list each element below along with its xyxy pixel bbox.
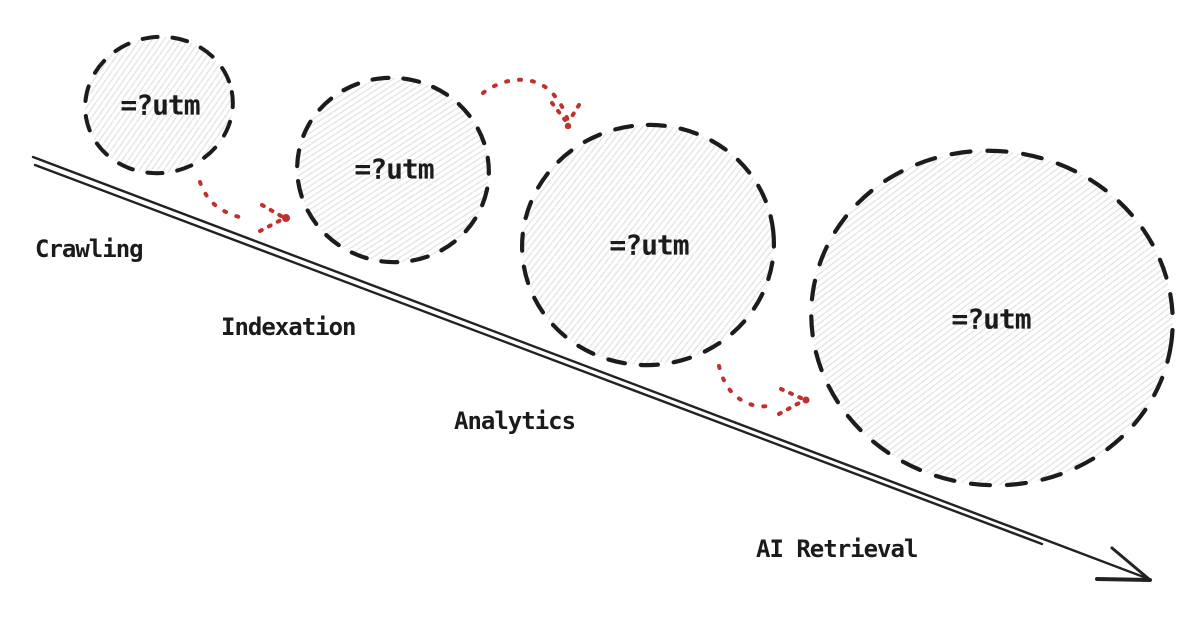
red-arrow-1-barb-bottom	[258, 218, 283, 233]
stage-label-analytics: Analytics	[454, 407, 576, 435]
red-arrow-1-barb-top	[260, 203, 283, 218]
red-arrow-3-curve	[717, 364, 778, 409]
utm-circle-1-label: =?utm	[120, 88, 200, 122]
red-arrow-3-barb-top	[779, 387, 803, 400]
red-flow-arrow-2	[481, 77, 581, 130]
red-arrow-2-curve	[481, 77, 570, 124]
funnel-axis-arrow	[31, 155, 1152, 582]
utm-circle-2-label: =?utm	[354, 152, 434, 186]
utm-circle-4-label: =?utm	[951, 302, 1031, 336]
red-arrow-2-barb-right	[567, 103, 581, 123]
utm-circle-4	[809, 148, 1175, 488]
red-arrow-2-barb-left	[550, 101, 567, 122]
utm-circle-3	[519, 122, 777, 368]
stage-label-indexation: Indexation	[221, 313, 356, 341]
red-arrow-1-curve	[198, 180, 249, 221]
red-arrow-3-tip	[802, 396, 810, 404]
red-arrow-1-tip	[282, 214, 290, 222]
arrowhead-lower-barb	[1095, 577, 1152, 582]
axis-line-upper	[31, 155, 1151, 581]
stage-label-crawling: Crawling	[35, 235, 144, 263]
utm-circle-3-label: =?utm	[609, 228, 689, 262]
arrowhead-upper-barb	[1110, 546, 1152, 582]
stage-label-ai-retrieval: AI Retrieval	[756, 535, 918, 563]
red-arrow-2-tip	[564, 122, 572, 130]
red-flow-arrow-3	[717, 364, 810, 416]
utm-circle-2	[295, 75, 491, 265]
red-flow-arrow-1	[198, 180, 290, 233]
red-arrow-3-barb-bottom	[777, 400, 803, 416]
axis-line-lower	[33, 163, 1044, 546]
utm-circle-1	[83, 34, 235, 176]
